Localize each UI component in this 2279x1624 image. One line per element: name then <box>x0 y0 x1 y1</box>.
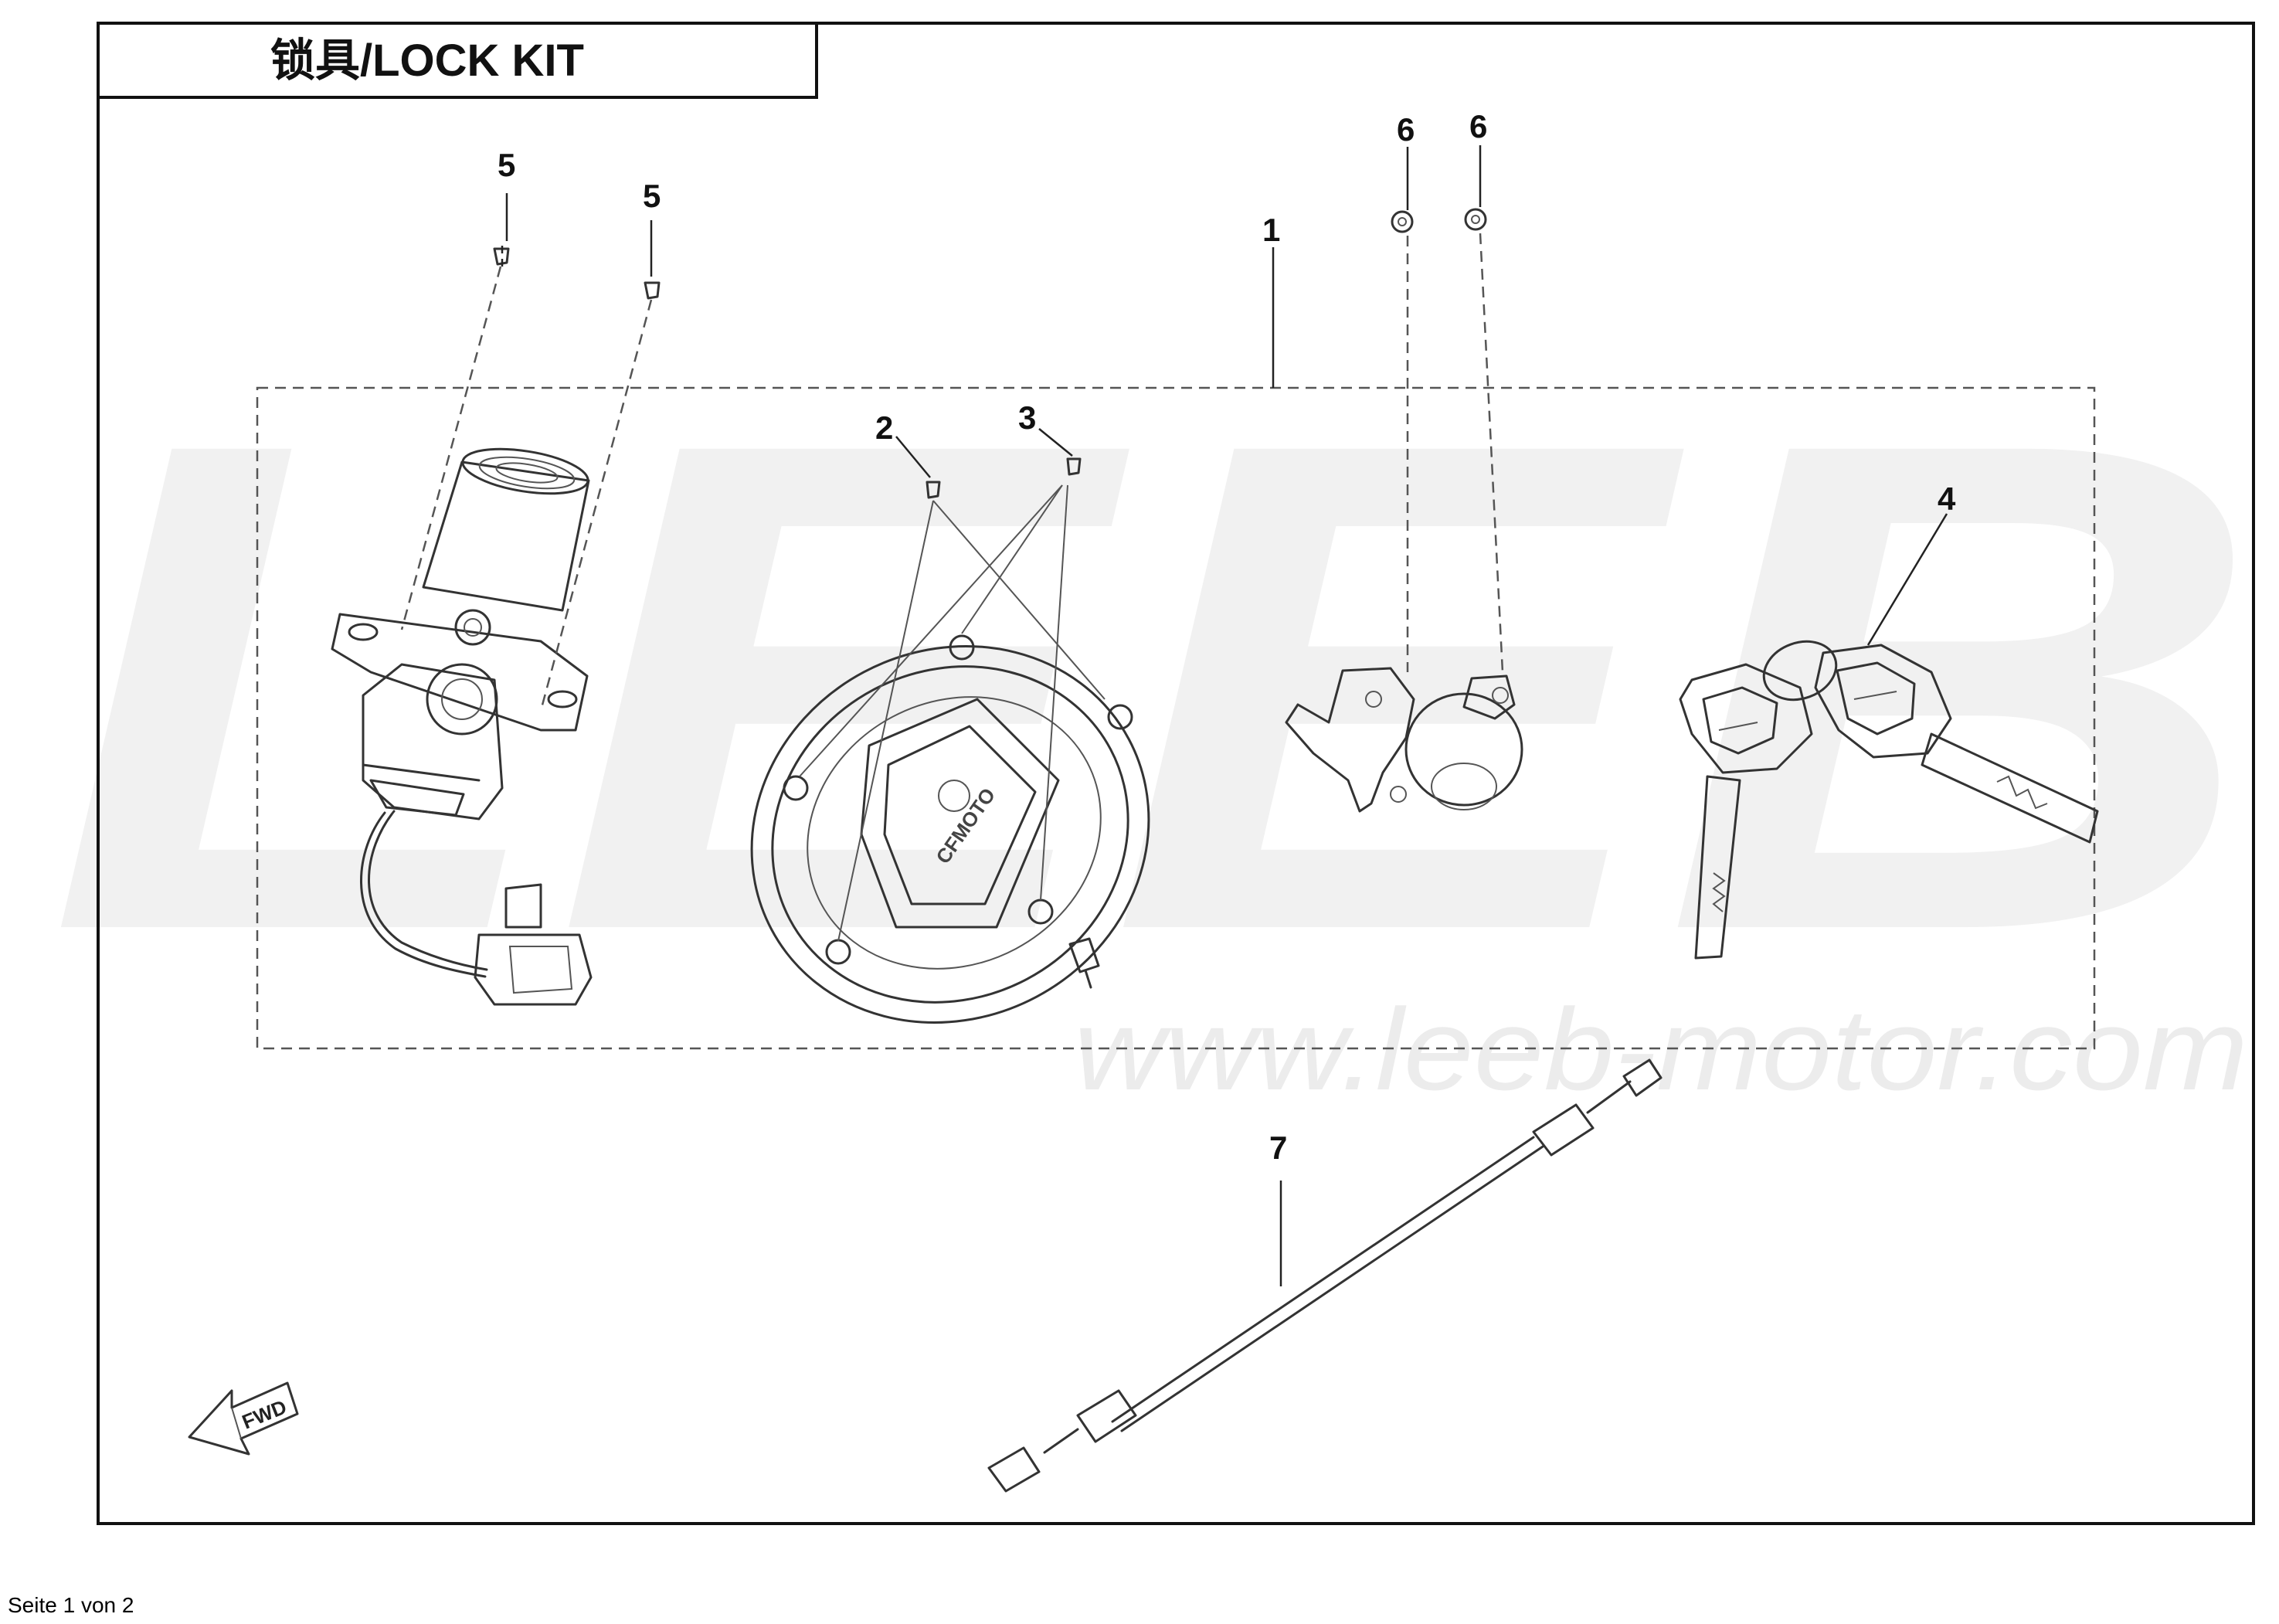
svg-text:LEEB: LEEB <box>46 297 2264 1075</box>
seat-lock-cable: 7 <box>987 1058 1663 1493</box>
nut-6-left: 6 <box>1391 111 1415 672</box>
page-footer: Seite 1 von 2 <box>8 1593 134 1617</box>
callout-6-left-label: 6 <box>1397 111 1415 148</box>
callout-2-label: 2 <box>875 409 893 446</box>
svg-text:www.leeb-motor.com: www.leeb-motor.com <box>1074 984 2248 1114</box>
screw-5-left: 5 <box>400 147 515 630</box>
ignition-keys: 4 <box>1679 481 2099 960</box>
callout-6-right-label: 6 <box>1469 108 1487 144</box>
callout-5-left-label: 5 <box>498 147 515 183</box>
forward-direction-arrow: FWD <box>188 1381 299 1456</box>
screw-5-right: 5 <box>539 178 661 712</box>
ignition-switch <box>331 447 593 1006</box>
callout-5-right-label: 5 <box>643 178 661 214</box>
seat-lock <box>1285 667 1523 813</box>
leeb-watermark-logo: LEEB <box>46 297 2264 1075</box>
callout-4-label: 4 <box>1938 481 1956 517</box>
assembly-group-box <box>256 386 2096 1050</box>
drawing-frame <box>97 22 2255 1525</box>
screw-2: 2 <box>837 409 1106 942</box>
screw-3: 3 <box>799 399 1082 901</box>
callout-1: 1 <box>1262 212 1280 388</box>
leeb-watermark-url: www.leeb-motor.com <box>1074 984 2248 1114</box>
callout-1-label: 1 <box>1262 212 1280 248</box>
nut-6-right: 6 <box>1464 108 1504 673</box>
callout-3-label: 3 <box>1018 399 1036 436</box>
diagram-title: 锁具/LOCK KIT <box>270 36 584 86</box>
title-box <box>97 22 818 99</box>
callout-7-label: 7 <box>1269 1130 1287 1166</box>
